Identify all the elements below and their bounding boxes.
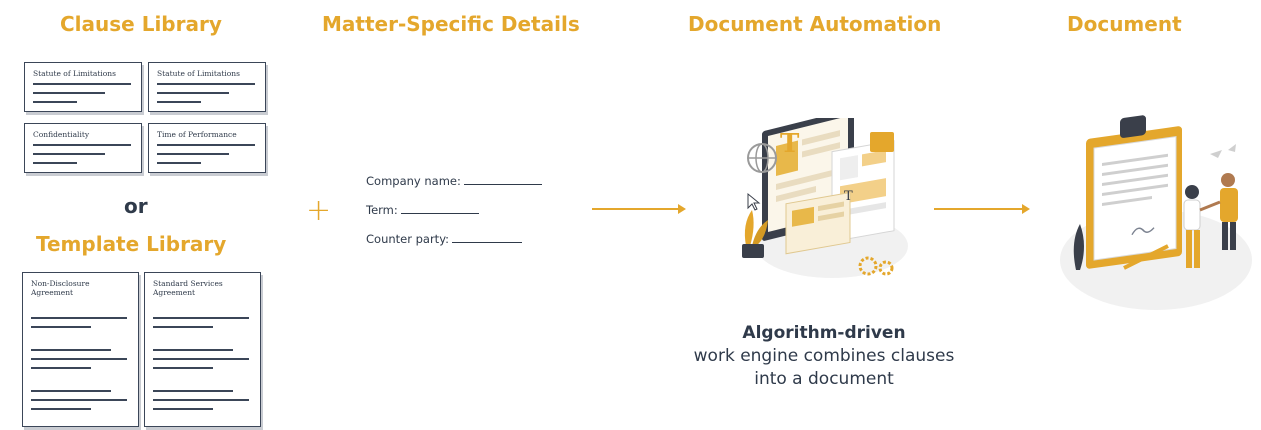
template-card-title: Non-Disclosure Agreement <box>31 279 90 297</box>
caption-line-2: work engine combines clauses <box>693 346 955 366</box>
svg-text:T: T <box>780 129 800 159</box>
term-label: Term: <box>366 203 398 217</box>
automation-caption: Algorithm-driven work engine combines cl… <box>650 322 998 391</box>
clause-card-title: Statute of Limitations <box>157 69 240 78</box>
document-heading: Document <box>1067 12 1182 36</box>
caption-line-3: into a document <box>754 369 894 389</box>
clause-library-heading: Clause Library <box>60 12 222 36</box>
term-field: Term: <box>366 203 479 217</box>
caption-bold: Algorithm-driven <box>742 323 906 343</box>
clause-card-title: Time of Performance <box>157 130 237 139</box>
clause-card-title: Confidentiality <box>33 130 90 139</box>
matter-details-heading: Matter-Specific Details <box>322 12 580 36</box>
template-library-heading: Template Library <box>36 232 227 256</box>
template-card: Non-Disclosure Agreement <box>22 272 139 427</box>
clause-card: Statute of Limitations <box>24 62 142 112</box>
svg-text:T: T <box>844 189 853 204</box>
document-automation-heading: Document Automation <box>688 12 942 36</box>
clause-card: Time of Performance <box>148 123 266 173</box>
signed-document-illustration <box>1060 115 1252 310</box>
company-name-label: Company name: <box>366 174 461 188</box>
clause-card: Statute of Limitations <box>148 62 266 112</box>
arrow-right-icon <box>934 204 1030 214</box>
or-separator: or <box>124 194 148 218</box>
document-automation-illustration: T T <box>742 118 908 278</box>
clause-card-title: Statute of Limitations <box>33 69 116 78</box>
arrow-right-icon <box>592 204 686 214</box>
company-name-field: Company name: <box>366 174 542 188</box>
counter-party-field: Counter party: <box>366 232 523 246</box>
plus-operator: + <box>306 193 332 228</box>
counter-party-label: Counter party: <box>366 232 450 246</box>
template-card: Standard Services Agreement <box>144 272 261 427</box>
clause-card: Confidentiality <box>24 123 142 173</box>
template-card-title: Standard Services Agreement <box>153 279 223 297</box>
